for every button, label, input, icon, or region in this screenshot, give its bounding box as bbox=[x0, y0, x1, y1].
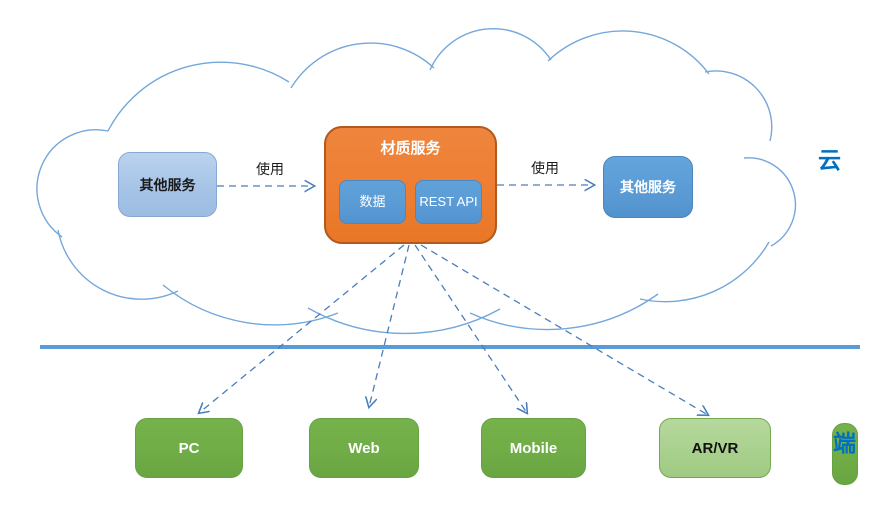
arrow-material-to-pc bbox=[199, 244, 405, 413]
region-label-client: 端 bbox=[832, 423, 858, 485]
node-other-service-left: 其他服务 bbox=[118, 152, 217, 217]
edge-label-use-right: 使用 bbox=[531, 160, 559, 176]
node-client-web: Web bbox=[309, 418, 419, 478]
node-client-pc: PC bbox=[135, 418, 243, 478]
arrow-material-to-arvr bbox=[420, 244, 708, 415]
node-client-mobile: Mobile bbox=[481, 418, 586, 478]
node-material-service: 材质服务 数据 REST API bbox=[324, 126, 497, 244]
edge-label-use-left: 使用 bbox=[256, 161, 284, 177]
node-data: 数据 bbox=[339, 180, 406, 224]
arrow-material-to-mobile bbox=[414, 244, 527, 413]
node-material-service-title: 材质服务 bbox=[380, 140, 441, 157]
node-other-service-left-label: 其他服务 bbox=[139, 176, 196, 193]
node-other-service-right-label: 其他服务 bbox=[620, 179, 676, 195]
node-client-arvr: AR/VR bbox=[659, 418, 771, 478]
arrow-material-to-web bbox=[369, 244, 410, 407]
material-service-subrow: 数据 REST API bbox=[339, 180, 482, 224]
node-rest-api: REST API bbox=[415, 180, 482, 224]
node-other-service-right: 其他服务 bbox=[603, 156, 693, 218]
cloud-outline bbox=[36, 27, 797, 335]
region-label-cloud: 云 bbox=[818, 147, 842, 173]
